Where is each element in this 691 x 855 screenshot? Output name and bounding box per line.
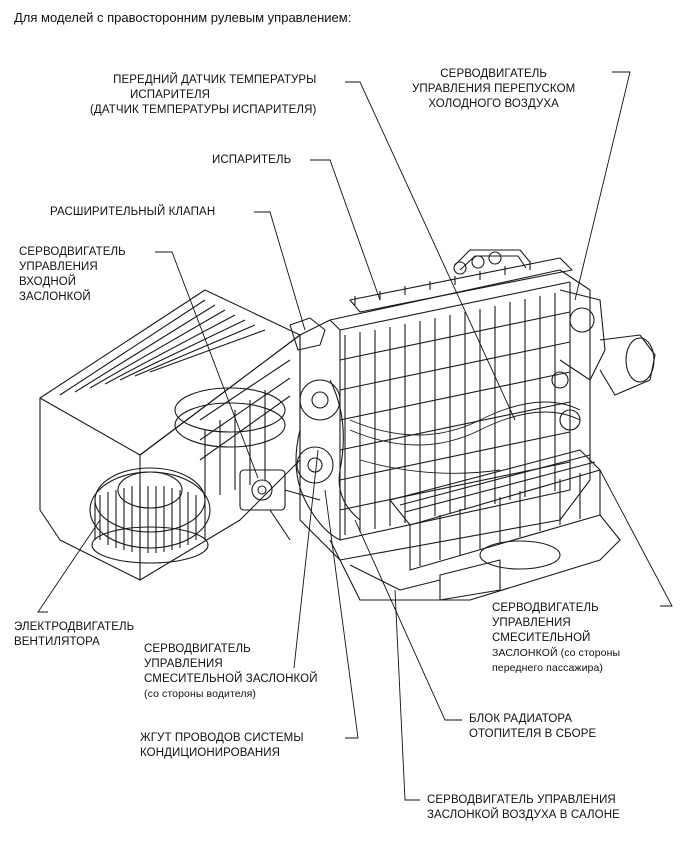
leader-front-sensor (345, 81, 516, 421)
label-front-sensor: ПЕРЕДНИЙ ДАТЧИК ТЕМПЕРАТУРЫ ИСПАРИТЕЛЯ (… (90, 74, 317, 116)
leader-harness (324, 489, 359, 739)
label-cabin-air-servo: СЕРВОДВИГАТЕЛЬ УПРАВЛЕНИЯ ЗАСЛОНКОЙ ВОЗД… (427, 794, 620, 821)
leader-expansion-valve (254, 211, 306, 331)
intake-housing (39, 289, 301, 581)
leader-blower-motor (37, 519, 101, 613)
leader-evaporator (310, 159, 381, 301)
leader-bypass-servo (574, 71, 631, 301)
lower-duct-shape (329, 514, 621, 601)
leader-lines (37, 71, 673, 801)
blower-motor-shape (89, 467, 211, 564)
wire-harness-shape (349, 401, 581, 474)
label-mix-servo-driver: СЕРВОДВИГАТЕЛЬ УПРАВЛЕНИЯ СМЕСИТЕЛЬНОЙ З… (144, 643, 318, 700)
label-bypass-servo: СЕРВОДВИГАТЕЛЬ УПРАВЛЕНИЯ ПЕРЕПУСКОМ ХОЛ… (412, 68, 576, 110)
label-heater-core: БЛОК РАДИАТОРА ОТОПИТЕЛЯ В СБОРЕ (469, 713, 597, 740)
page-title: Для моделей с правосторонним рулевым упр… (14, 10, 352, 25)
evaporator-core-shape (299, 257, 591, 561)
label-harness: ЖГУТ ПРОВОДОВ СИСТЕМЫ КОНДИЦИОНИРОВАНИЯ (140, 732, 304, 759)
label-mix-servo-passenger: СЕРВОДВИГАТЕЛЬ УПРАВЛЕНИЯ СМЕСИТЕЛЬНОЙ З… (492, 602, 621, 674)
right-side-servos (551, 289, 656, 431)
leader-heater-core (354, 519, 462, 721)
label-inlet-servo: СЕРВОДВИГАТЕЛЬ УПРАВЛЕНИЯ ВХОДНОЙ ЗАСЛОН… (19, 246, 126, 303)
leader-mix-servo-driver (293, 449, 319, 669)
label-evaporator: ИСПАРИТЕЛЬ (212, 154, 292, 166)
label-expansion-valve: РАСШИРИТЕЛЬНЫЙ КЛАПАН (50, 206, 216, 218)
refrigerant-pipes (289, 249, 531, 351)
label-blower-motor: ЭЛЕКТРОДВИГАТЕЛЬ ВЕНТИЛЯТОРА (14, 621, 135, 648)
inlet-servo-shape (239, 469, 321, 541)
leader-inlet-servo (155, 251, 259, 479)
leader-cabin-air-servo (394, 589, 420, 801)
mix-servo-shapes (295, 379, 361, 541)
leader-mix-servo-passenger (599, 469, 673, 607)
